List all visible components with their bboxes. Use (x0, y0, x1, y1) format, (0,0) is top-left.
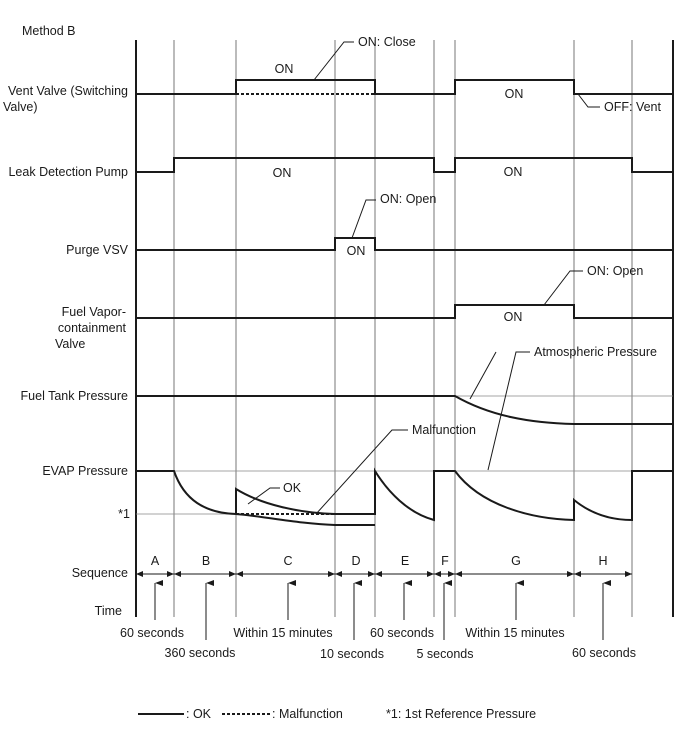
purge-vsv-on: ON (347, 244, 366, 258)
time-arrows (154, 580, 611, 640)
leak-pump-on-1: ON (273, 166, 292, 180)
fuel-vapor-signal (136, 304, 673, 319)
row-label-leak-pump: Leak Detection Pump (8, 165, 128, 179)
purge-vsv-open-label: ON: Open (380, 192, 436, 206)
legend: : OK : Malfunction *1: 1st Reference Pre… (138, 707, 536, 721)
atmos-leader-2 (487, 351, 530, 471)
purge-vsv-open-leader (351, 199, 376, 239)
fuel-tank-signal (136, 395, 673, 425)
vent-valve-vent-leader (577, 93, 600, 108)
legend-malfunction: : Malfunction (272, 707, 343, 721)
row-label-vent-valve: Vent Valve (Switching (8, 84, 128, 98)
time-b: 360 seconds (165, 646, 236, 660)
row-label-purge-vsv: Purge VSV (66, 243, 129, 257)
atmos-leader-1 (469, 351, 497, 400)
seq-a-bg (142, 552, 166, 568)
sequence-b: B (202, 554, 210, 568)
evap-signal (136, 467, 673, 522)
row-label-time: Time (95, 604, 122, 618)
malfunction-leader (315, 429, 408, 515)
leak-pump-signal (136, 157, 673, 173)
sequence-a: A (151, 554, 160, 568)
evap-malfunction-curve (235, 513, 375, 526)
purge-vsv-signal (136, 237, 673, 251)
time-c: Within 15 minutes (233, 626, 332, 640)
sequence-f: F (441, 554, 449, 568)
time-a: 60 seconds (120, 626, 184, 640)
sequence-c: C (283, 554, 292, 568)
phase-gridlines (173, 40, 633, 617)
legend-ok: : OK (186, 707, 212, 721)
fuel-vapor-open-leader (543, 270, 583, 306)
sequence-d: D (351, 554, 360, 568)
row-label-fuel-vapor-1: Fuel Vapor- (62, 305, 126, 319)
sequence-h: H (598, 554, 607, 568)
time-g: Within 15 minutes (465, 626, 564, 640)
time-h: 60 seconds (572, 646, 636, 660)
row-label-evap: EVAP Pressure (42, 464, 128, 478)
atmospheric-label: Atmospheric Pressure (534, 345, 657, 359)
time-f: 5 seconds (417, 647, 474, 661)
malfunction-label: Malfunction (412, 423, 476, 437)
sequence-g: G (511, 554, 521, 568)
vent-valve-close-label: ON: Close (358, 35, 416, 49)
sequence-e: E (401, 554, 409, 568)
row-label-fuel-tank: Fuel Tank Pressure (21, 389, 129, 403)
ok-leader (247, 487, 280, 505)
vent-valve-signal (136, 79, 673, 95)
row-label-sequence: Sequence (72, 566, 128, 580)
vent-valve-close-leader (313, 41, 354, 81)
vent-valve-vent-label: OFF: Vent (604, 100, 661, 114)
ok-label: OK (283, 481, 302, 495)
fuel-vapor-on: ON (504, 310, 523, 324)
legend-note: *1: 1st Reference Pressure (386, 707, 536, 721)
row-label-ref1: *1 (118, 507, 130, 521)
time-e: 60 seconds (370, 626, 434, 640)
method-label: Method B (22, 24, 76, 38)
row-label-fuel-vapor-3: Valve (55, 337, 85, 351)
time-d: 10 seconds (320, 647, 384, 661)
row-label-fuel-vapor-2: containment (58, 321, 127, 335)
fuel-vapor-open-label: ON: Open (587, 264, 643, 278)
row-label-vent-valve-2: Valve) (3, 100, 38, 114)
vent-valve-on-1: ON (275, 62, 294, 76)
vent-valve-on-2: ON (505, 87, 524, 101)
leak-pump-on-2: ON (504, 165, 523, 179)
